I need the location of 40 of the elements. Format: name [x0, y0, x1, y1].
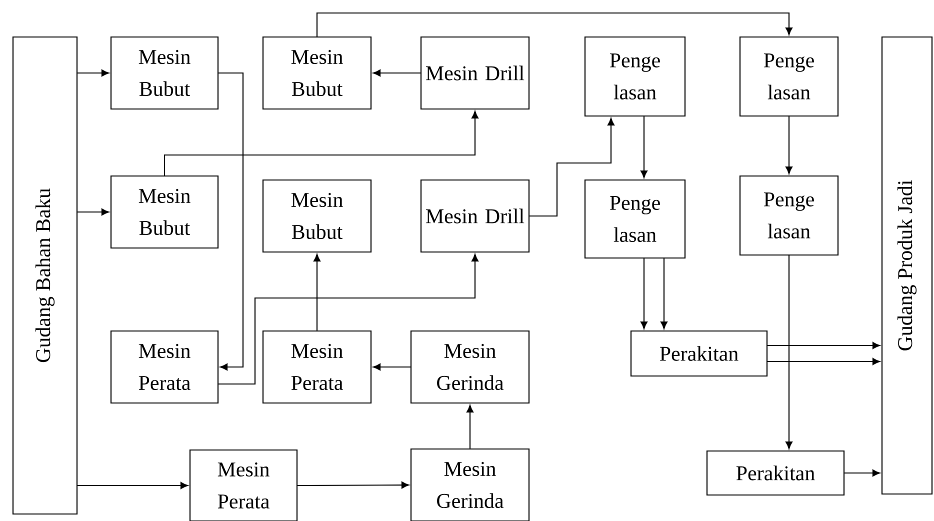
arrow	[844, 470, 880, 476]
process-box: Perakitan	[706, 450, 845, 496]
arrow	[640, 116, 648, 178]
arrow	[372, 70, 420, 76]
process-box: Perakitan	[630, 330, 768, 377]
process-box: Mesin Bubut	[110, 175, 219, 249]
process-box: Mesin Bubut	[262, 36, 372, 110]
arrow	[298, 482, 410, 489]
process-box: Mesin Bubut	[262, 179, 372, 253]
arrow	[640, 258, 648, 330]
process-box: Mesin Perata	[262, 330, 372, 404]
arrow	[768, 358, 880, 365]
arrow	[78, 482, 188, 489]
process-box: Mesin Bubut	[110, 36, 219, 110]
arrow	[786, 116, 792, 174]
arrow	[530, 118, 614, 217]
process-box: Mesin Drill	[420, 179, 530, 253]
process-box: Penge lasan	[584, 179, 686, 259]
process-box: Penge lasan	[739, 175, 839, 256]
storage-box: Gudang Bahan Baku	[12, 36, 78, 515]
arrow	[164, 110, 478, 176]
arrow	[218, 254, 478, 385]
arrow	[786, 256, 792, 450]
arrow	[768, 342, 880, 349]
process-box: Penge lasan	[739, 36, 839, 117]
process-box: Mesin Perata	[189, 449, 298, 521]
arrow	[314, 254, 320, 330]
process-box: Mesin Gerinda	[410, 448, 530, 521]
process-box: Mesin Perata	[110, 330, 219, 404]
arrow	[660, 258, 668, 330]
arrow	[466, 404, 474, 448]
process-box: Penge lasan	[584, 36, 686, 117]
arrow	[218, 72, 244, 370]
process-box: Mesin Drill	[420, 36, 530, 110]
arrow	[372, 364, 410, 370]
process-box: Mesin Gerinda	[410, 330, 530, 404]
arrow	[78, 208, 110, 216]
arrow	[316, 12, 792, 36]
storage-box: Gudang Produk Jadi	[881, 36, 933, 495]
arrow	[78, 70, 110, 76]
